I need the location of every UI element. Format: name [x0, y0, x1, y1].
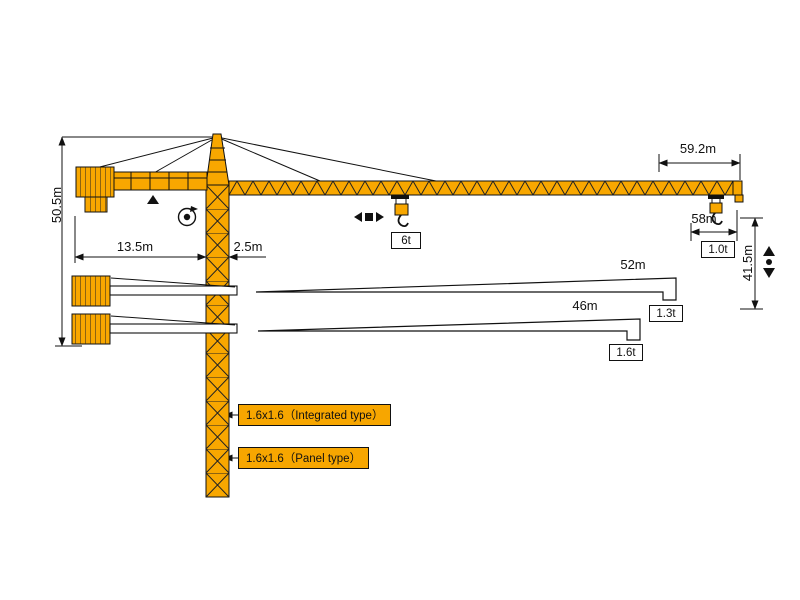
- dim-jib-option-46m: 46m: [572, 298, 598, 313]
- counter-jib: [111, 171, 208, 191]
- trolley-travel-icon: [354, 212, 384, 222]
- tower-mast: [205, 184, 230, 498]
- load-label-tip-52m: 1.3t: [649, 305, 683, 322]
- counterweight-option-b: [71, 313, 238, 345]
- dim-total-height: 50.5m: [49, 186, 64, 224]
- hook-travel-icon: [763, 246, 775, 278]
- main-jib: [228, 180, 744, 203]
- dim-jib-option-52m: 52m: [620, 257, 646, 272]
- dim-counter-jib-radius: 13.5m: [116, 239, 154, 254]
- dim-hook-height: 41.5m: [740, 244, 755, 282]
- counter-jib-pointer-icon: [147, 195, 159, 204]
- mast-type-panel-label: 1.6x1.6（Panel type）: [238, 447, 370, 469]
- dim-mast-to-pivot: 2.5m: [233, 239, 263, 254]
- counterweight-option-a: [71, 275, 238, 307]
- mast-type-integrated-label: 1.6x1.6（Integrated type）: [238, 404, 392, 426]
- tower-apex: [205, 133, 230, 186]
- trolley-hook-mid: [391, 195, 409, 228]
- dim-max-working-radius: 58m: [691, 211, 717, 226]
- jib-outline-46m: [257, 318, 641, 341]
- trolley-hook-tip: [708, 195, 724, 226]
- slewing-rotation-icon: [177, 206, 198, 227]
- load-label-tip-46m: 1.6t: [609, 344, 643, 361]
- counterweight-block: [75, 166, 115, 213]
- dimension-lines: [55, 136, 763, 462]
- load-label-tip-main: 1.0t: [701, 241, 735, 258]
- dim-total-jib-length: 59.2m: [679, 141, 717, 156]
- pendant-lines: [87, 136, 437, 182]
- load-label-max: 6t: [391, 232, 421, 249]
- jib-outline-52m: [255, 277, 677, 301]
